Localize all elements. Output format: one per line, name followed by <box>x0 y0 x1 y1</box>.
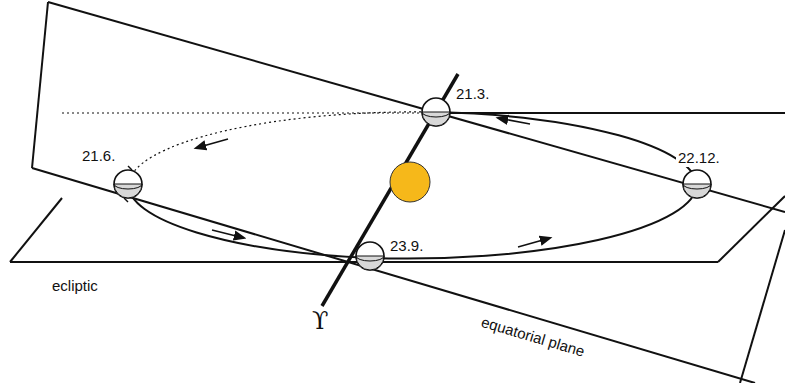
date-label: 23.9. <box>388 238 425 255</box>
date-label: 22.12. <box>676 150 722 167</box>
plane-label: equatorial plane <box>479 314 586 360</box>
date-label: 21.3. <box>454 86 491 103</box>
plane-label: ecliptic <box>52 278 98 295</box>
vernal-point-symbol: ϒ <box>310 308 330 334</box>
date-label: 21.6. <box>80 148 117 165</box>
